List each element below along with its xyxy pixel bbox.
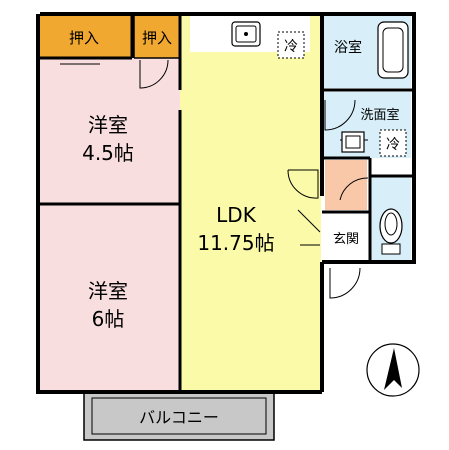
- washbasin-icon: [341, 131, 365, 153]
- room1-size: 4.5帖: [82, 141, 134, 165]
- ldk-size: 11.75帖: [197, 231, 274, 255]
- toilet-icon: [379, 208, 403, 255]
- bath-label: 浴室: [334, 39, 362, 56]
- bathtub-icon: [377, 21, 409, 79]
- balcony-label: バルコニー: [139, 408, 219, 427]
- entrance-floor: [325, 160, 367, 210]
- closet-right: [134, 16, 180, 58]
- room1-name: 洋室: [88, 113, 128, 137]
- washer-space-icon: 冷: [379, 129, 407, 157]
- north-arrow-icon: [366, 343, 420, 397]
- closet-left-label: 押入: [69, 29, 99, 47]
- sink-icon: [231, 21, 261, 47]
- room2-size: 6帖: [92, 307, 125, 331]
- fridge-mark: 冷: [284, 39, 298, 55]
- washroom-label: 洗面室: [360, 107, 399, 123]
- room2-name: 洋室: [88, 279, 128, 303]
- western-room-2: [40, 204, 180, 390]
- entrance-label: 玄関: [333, 232, 359, 247]
- entrance: [325, 212, 367, 260]
- closet-right-label: 押入: [142, 29, 172, 47]
- washer-mark: 冷: [386, 137, 400, 153]
- closet-left: [40, 16, 132, 58]
- ldk: [180, 16, 321, 390]
- ldk-name: LDK: [216, 203, 257, 227]
- balcony: [83, 391, 275, 441]
- fridge-space-icon: 冷: [277, 31, 305, 59]
